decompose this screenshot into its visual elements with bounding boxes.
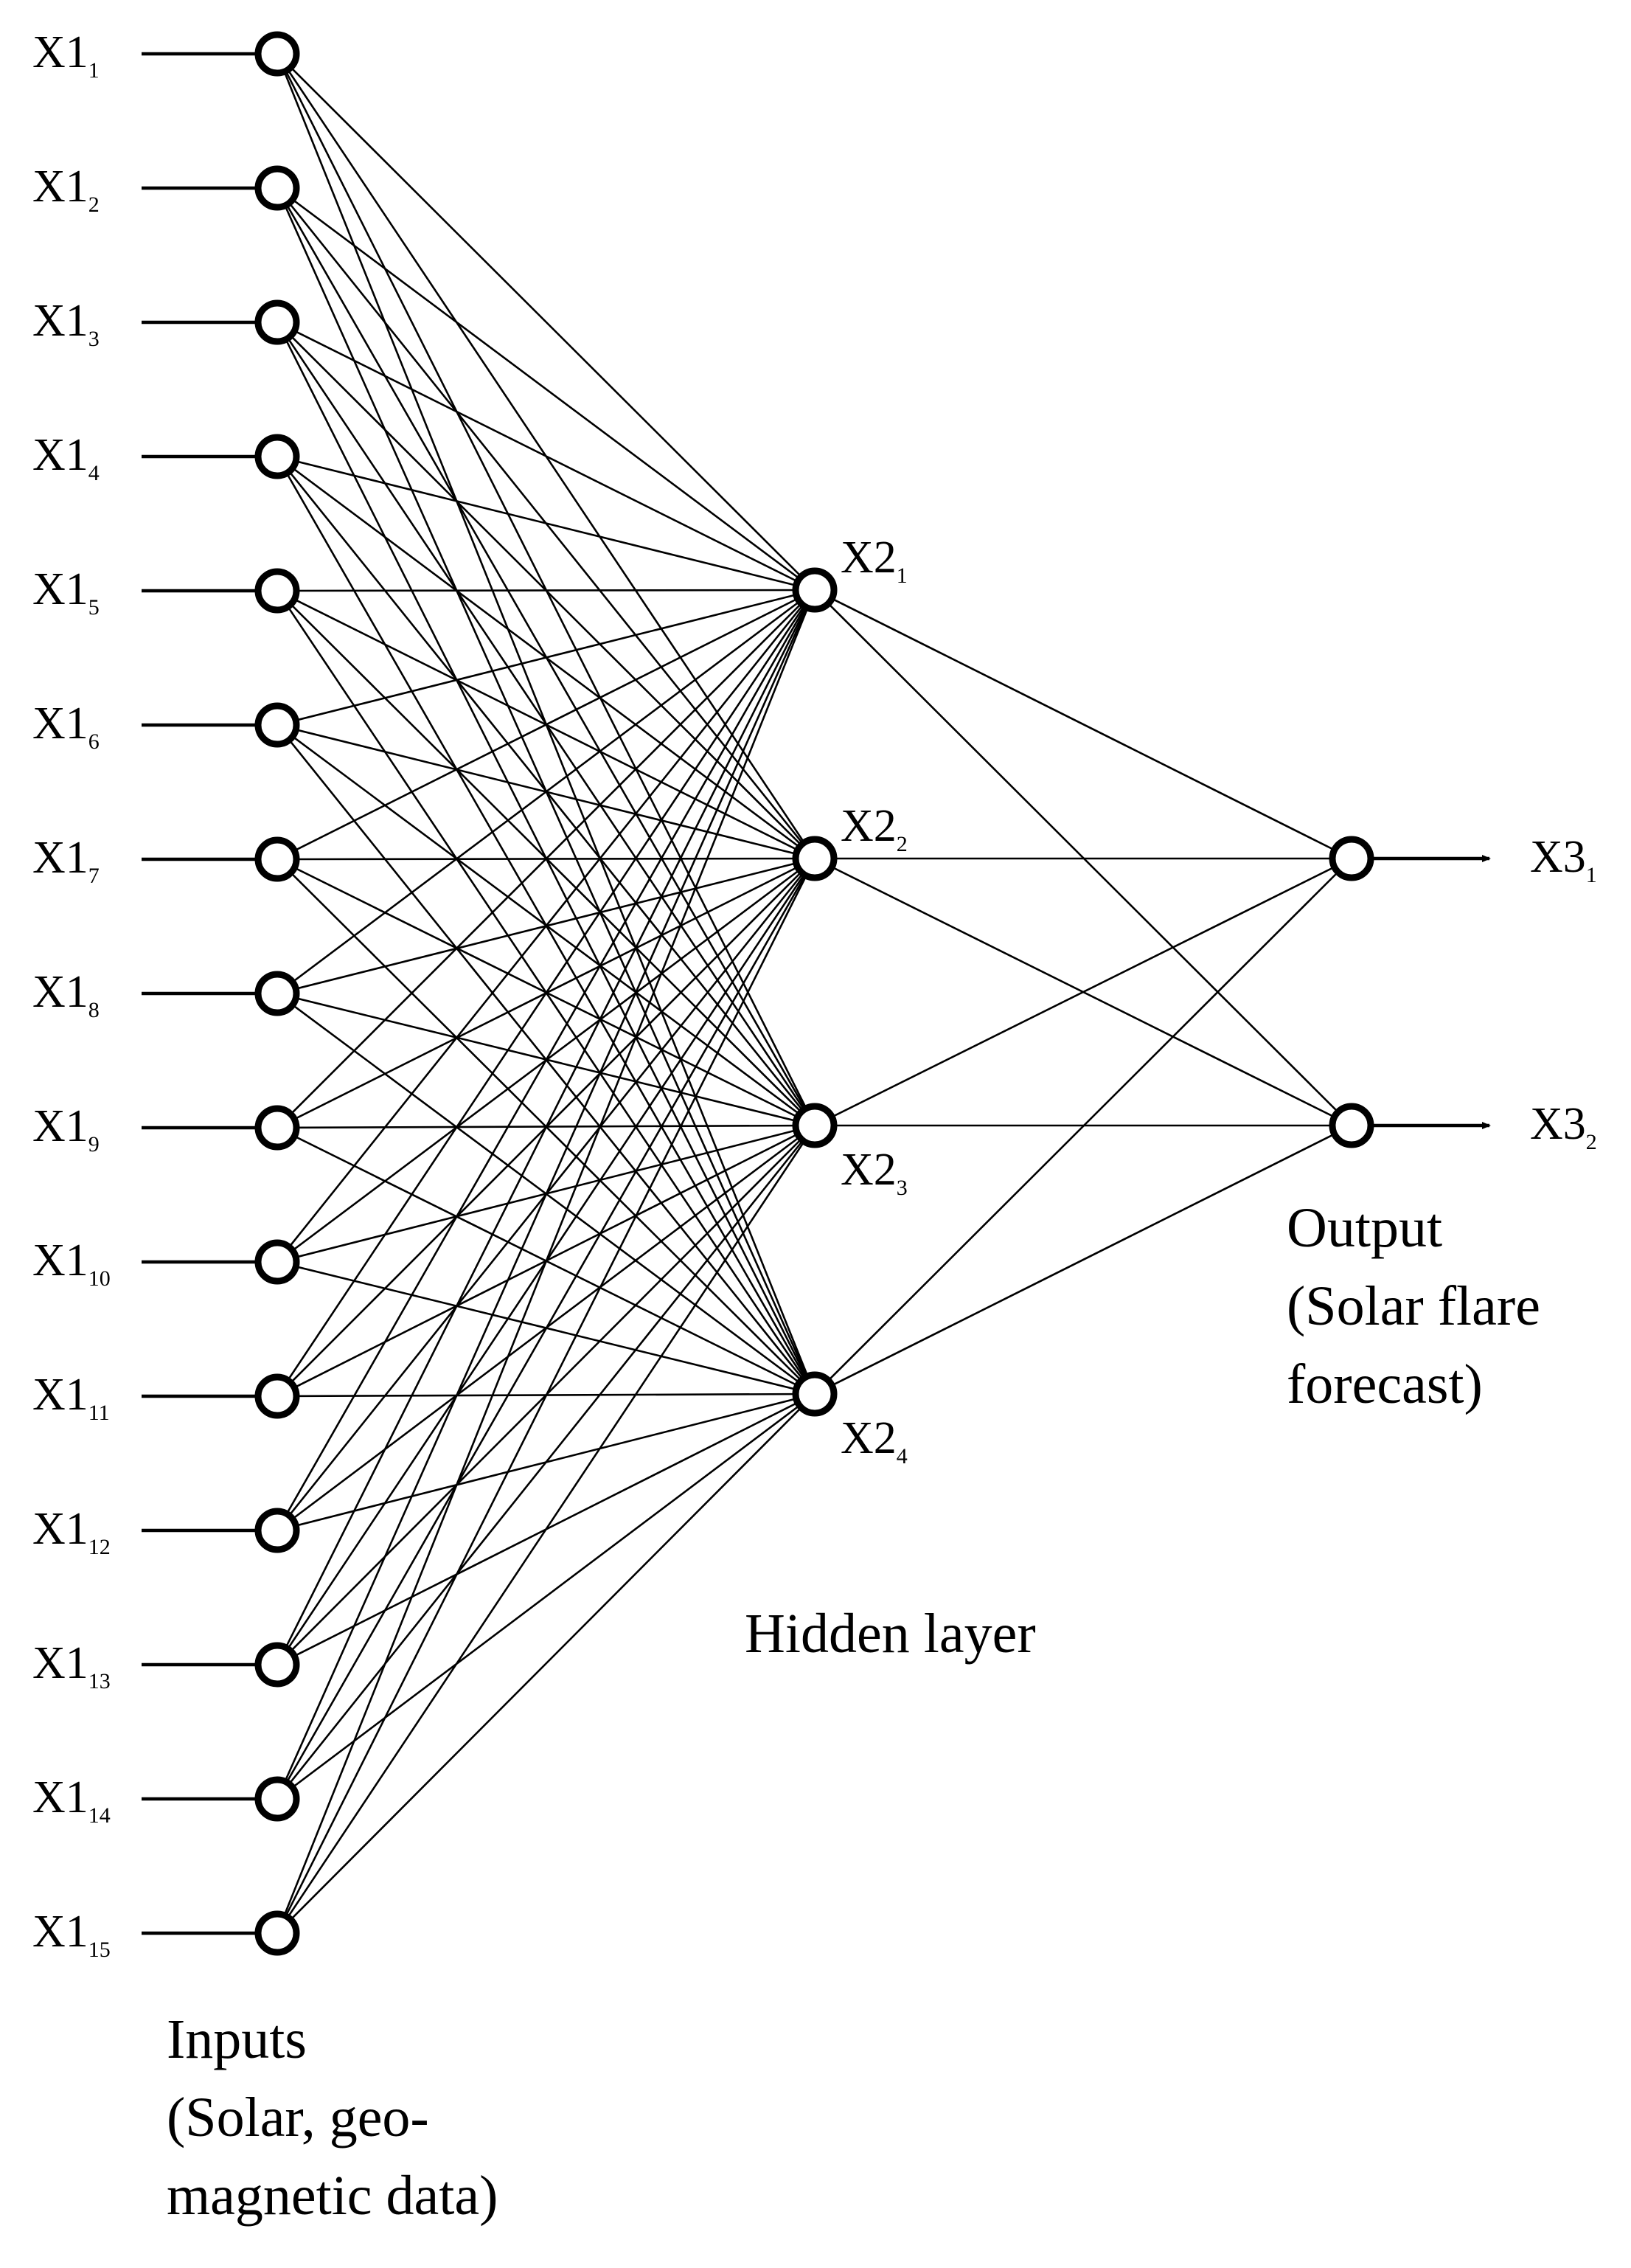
input-label-1: X11 bbox=[32, 27, 100, 83]
input-label-11: X111 bbox=[32, 1370, 110, 1425]
edge-input-12-hidden-1 bbox=[276, 589, 816, 1531]
edge-input-1-hidden-1 bbox=[277, 53, 816, 591]
edge-input-4-hidden-1 bbox=[277, 455, 816, 592]
input-label-5: X15 bbox=[32, 564, 100, 620]
input-label-13: X113 bbox=[32, 1638, 111, 1693]
hidden-node-3 bbox=[792, 1103, 838, 1148]
output-caption-line-2: (Solar flare bbox=[1287, 1275, 1540, 1337]
output-caption-line-3: forecast) bbox=[1287, 1353, 1483, 1415]
edge-input-9-hidden-1 bbox=[277, 589, 816, 1128]
input-label-2: X12 bbox=[32, 162, 100, 217]
edge-input-14-hidden-4 bbox=[277, 1393, 816, 1800]
neurons bbox=[254, 31, 1374, 1956]
edge-input-15-hidden-4 bbox=[277, 1393, 816, 1934]
inputs-caption-line-1: Inputs bbox=[167, 2008, 307, 2070]
input-node-2 bbox=[254, 165, 300, 211]
input-node-13 bbox=[254, 1642, 300, 1688]
edge-input-14-hidden-3 bbox=[276, 1125, 816, 1800]
inputs-caption-line-3: magnetic data) bbox=[167, 2165, 498, 2227]
input-node-12 bbox=[254, 1508, 300, 1553]
edge-input-14-hidden-2 bbox=[276, 858, 816, 1800]
edge-input-8-hidden-1 bbox=[277, 589, 816, 995]
hidden-label-1: X21 bbox=[841, 533, 908, 588]
input-node-9 bbox=[254, 1105, 300, 1151]
input-node-4 bbox=[254, 434, 300, 479]
input-label-4: X14 bbox=[32, 430, 100, 485]
input-node-7 bbox=[254, 836, 300, 882]
input-node-5 bbox=[254, 568, 300, 614]
edge-hidden-1-output-1 bbox=[814, 589, 1352, 860]
output-caption: Output (Solar flare forecast) bbox=[1287, 1197, 1554, 1415]
edge-hidden-3-output-1 bbox=[814, 857, 1352, 1127]
hidden-label-2: X22 bbox=[841, 801, 908, 856]
edge-input-15-hidden-1 bbox=[276, 589, 816, 1934]
hidden-node-4 bbox=[792, 1371, 838, 1417]
output-node-1 bbox=[1329, 836, 1374, 881]
input-node-11 bbox=[254, 1373, 300, 1419]
edge-input-5-hidden-1 bbox=[277, 589, 816, 592]
edge-input-7-hidden-1 bbox=[277, 589, 816, 861]
inputs-caption: Inputs (Solar, geo- magnetic data) bbox=[167, 2008, 498, 2227]
hidden-node-1 bbox=[792, 567, 838, 613]
node-labels: X11X12X13X14X15X16X17X18X19X110X111X112X… bbox=[32, 27, 1597, 1962]
edge-input-11-hidden-1 bbox=[276, 589, 816, 1397]
input-node-10 bbox=[254, 1239, 300, 1285]
hidden-layer-caption: Hidden layer bbox=[745, 1603, 1036, 1665]
input-node-6 bbox=[254, 702, 300, 748]
input-lines bbox=[142, 52, 1491, 1935]
hidden-label-3: X23 bbox=[841, 1145, 908, 1200]
input-label-12: X112 bbox=[32, 1504, 111, 1559]
input-label-14: X114 bbox=[32, 1772, 111, 1828]
input-label-8: X18 bbox=[32, 967, 100, 1022]
input-node-8 bbox=[254, 971, 300, 1016]
output-label-2: X32 bbox=[1530, 1099, 1597, 1154]
edge-input-6-hidden-1 bbox=[277, 589, 816, 726]
edge-input-13-hidden-1 bbox=[276, 589, 816, 1665]
connections bbox=[276, 53, 1352, 1934]
inputs-caption-line-2: (Solar, geo- bbox=[167, 2087, 429, 2149]
edge-input-10-hidden-1 bbox=[276, 589, 816, 1263]
input-node-1 bbox=[254, 31, 300, 77]
input-node-15 bbox=[254, 1910, 300, 1956]
input-label-9: X19 bbox=[32, 1101, 100, 1156]
edge-input-2-hidden-1 bbox=[277, 187, 816, 592]
edge-hidden-4-output-1 bbox=[814, 858, 1352, 1395]
input-node-14 bbox=[254, 1776, 300, 1822]
input-label-7: X17 bbox=[32, 833, 100, 888]
input-label-3: X13 bbox=[32, 296, 100, 351]
edge-input-14-hidden-1 bbox=[276, 589, 816, 1800]
input-node-3 bbox=[254, 299, 300, 345]
edge-input-3-hidden-1 bbox=[277, 321, 816, 592]
hidden-node-2 bbox=[792, 836, 838, 881]
input-label-15: X115 bbox=[32, 1907, 111, 1962]
input-label-10: X110 bbox=[32, 1235, 111, 1291]
output-label-1: X31 bbox=[1530, 832, 1597, 887]
output-caption-line-1: Output bbox=[1287, 1197, 1442, 1259]
output-node-2 bbox=[1329, 1103, 1374, 1148]
input-label-6: X16 bbox=[32, 698, 100, 754]
hidden-label-4: X24 bbox=[841, 1413, 908, 1468]
edge-input-15-hidden-2 bbox=[276, 858, 816, 1934]
edge-hidden-4-output-2 bbox=[814, 1124, 1352, 1395]
edge-input-15-hidden-3 bbox=[276, 1125, 816, 1934]
